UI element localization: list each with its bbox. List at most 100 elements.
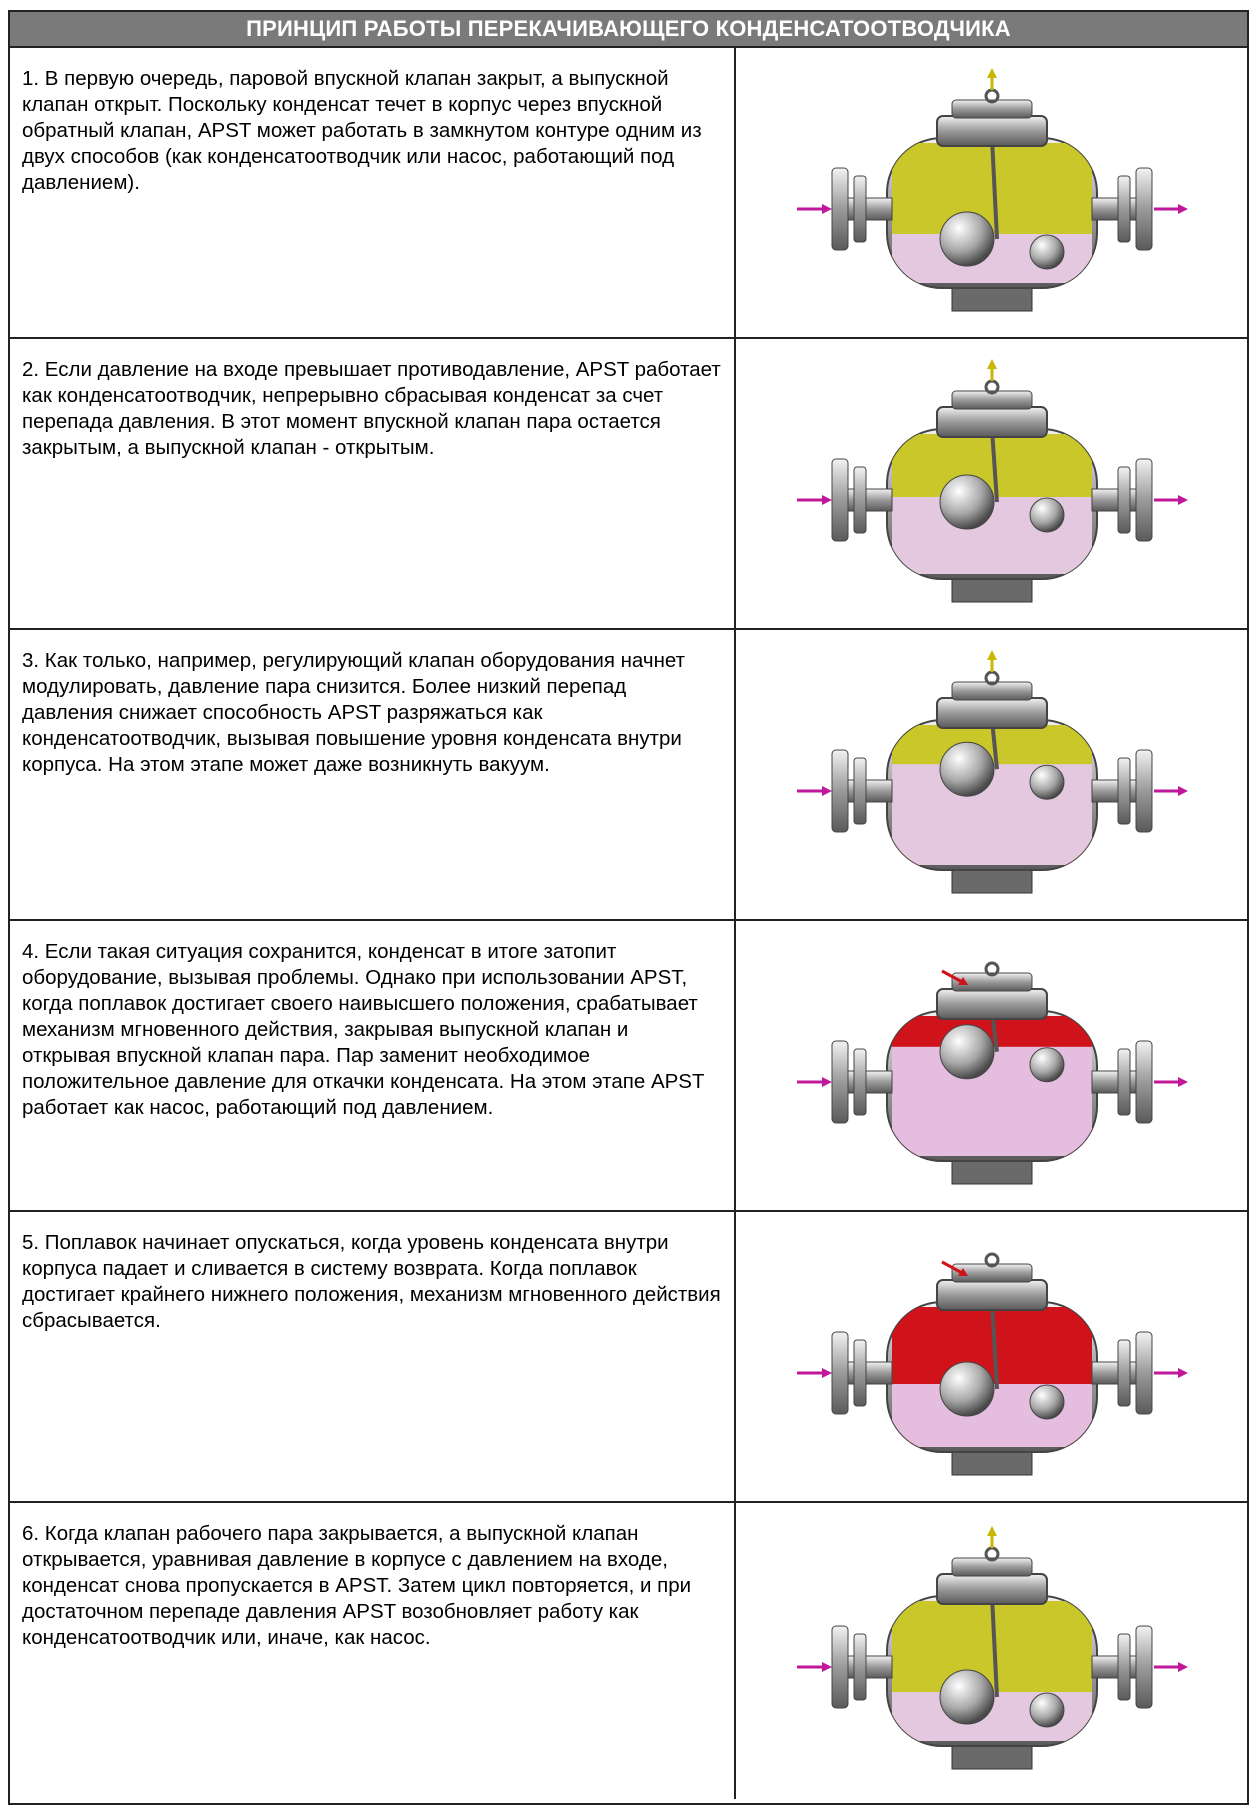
pump-trap-cutaway-icon — [796, 67, 1188, 311]
float-ball — [939, 741, 994, 797]
outlet-flange-2 — [1135, 1625, 1152, 1709]
step-illustration — [736, 48, 1247, 337]
inlet-pipe — [841, 488, 892, 511]
pump-trap-cutaway-icon — [796, 358, 1188, 602]
cover-cap — [951, 1263, 1032, 1282]
float-ball — [939, 1023, 994, 1079]
outlet-pipe — [1091, 779, 1142, 802]
float-ball — [939, 1669, 994, 1725]
step-text: 4. Если такая ситуация сохранится, конде… — [10, 921, 736, 1210]
outlet-flange — [1117, 757, 1130, 824]
outlet-arrow-head — [1177, 203, 1188, 214]
steam-inlet-arrow-head — [957, 976, 968, 985]
inlet-pipe — [841, 1070, 892, 1093]
small-float — [1029, 1046, 1064, 1082]
top-cover — [935, 1573, 1048, 1605]
step-illustration — [736, 1212, 1247, 1501]
step-row: 1. В первую очередь, паровой впускной кл… — [10, 48, 1247, 339]
float-ball — [939, 474, 994, 529]
outlet-flange-2 — [1135, 1331, 1152, 1414]
lifting-eye — [984, 961, 999, 976]
lever — [989, 137, 999, 239]
inlet-flange — [831, 458, 848, 541]
top-cover — [935, 1278, 1048, 1311]
steam-inlet-arrow — [940, 1260, 965, 1275]
vent-arrow-head — [986, 67, 997, 78]
outlet-arrow-head — [1177, 1367, 1188, 1378]
inlet-arrow-head — [821, 1076, 832, 1087]
step-row: 4. Если такая ситуация сохранится, конде… — [10, 921, 1247, 1212]
top-cover — [935, 405, 1048, 438]
small-float — [1029, 234, 1064, 269]
lifting-eye — [984, 1252, 999, 1267]
step-text: 5. Поплавок начинает опускаться, когда у… — [10, 1212, 736, 1501]
inlet-arrow-head — [821, 785, 832, 796]
inlet-flange-2 — [853, 1339, 866, 1406]
inlet-flange — [831, 1625, 848, 1709]
step-text: 2. Если давление на входе превышает прот… — [10, 339, 736, 628]
inlet-flange — [831, 749, 848, 832]
outlet-arrow-head — [1177, 494, 1188, 505]
small-float — [1029, 497, 1064, 532]
small-float — [1029, 1384, 1064, 1419]
vent-arrow-head — [986, 358, 997, 369]
pump-trap-cutaway-icon — [796, 1526, 1188, 1770]
inlet-pipe — [841, 779, 892, 802]
inlet-flange-2 — [853, 1048, 866, 1115]
cover-cap — [951, 99, 1032, 118]
pump-trap-cutaway-icon — [796, 961, 1188, 1184]
step-row: 6. Когда клапан рабочего пара закрываетс… — [10, 1503, 1247, 1799]
small-float — [1029, 764, 1064, 800]
small-float — [1029, 1692, 1064, 1728]
lever — [989, 1301, 999, 1389]
inlet-flange-2 — [853, 466, 866, 533]
inlet-flange — [831, 167, 848, 250]
cover-cap — [951, 681, 1032, 700]
step-row: 3. Как только, например, регулирующий кл… — [10, 630, 1247, 921]
inlet-arrow-head — [821, 1367, 832, 1378]
inlet-pipe — [841, 197, 892, 220]
top-cover — [935, 987, 1048, 1020]
step-row: 5. Поплавок начинает опускаться, когда у… — [10, 1212, 1247, 1503]
outlet-pipe — [1091, 1070, 1142, 1093]
step-row: 2. Если давление на входе превышает прот… — [10, 339, 1247, 630]
outlet-flange — [1117, 1048, 1130, 1115]
step-text: 3. Как только, например, регулирующий кл… — [10, 630, 736, 919]
cover-cap — [951, 1557, 1032, 1577]
top-cover — [935, 696, 1048, 729]
inlet-arrow-head — [821, 1662, 832, 1672]
step-illustration — [736, 1503, 1247, 1799]
step-illustration — [736, 630, 1247, 919]
lever — [989, 1595, 999, 1698]
inlet-pipe — [841, 1655, 892, 1679]
outlet-flange-2 — [1135, 458, 1152, 541]
step-illustration — [736, 339, 1247, 628]
page-title: ПРИНЦИП РАБОТЫ ПЕРЕКАЧИВАЮЩЕГО КОНДЕНСАТ… — [10, 12, 1247, 48]
float-ball — [939, 1361, 994, 1416]
vent-arrow-head — [986, 1526, 997, 1536]
outlet-flange — [1117, 466, 1130, 533]
pump-trap-cutaway-icon — [796, 649, 1188, 893]
inlet-flange — [831, 1040, 848, 1123]
outlet-pipe — [1091, 197, 1142, 220]
pump-trap-cutaway-icon — [796, 1252, 1188, 1475]
inlet-flange — [831, 1331, 848, 1414]
outlet-flange — [1117, 175, 1130, 242]
float-ball — [939, 211, 994, 266]
inlet-pipe — [841, 1361, 892, 1384]
outlet-arrow-head — [1177, 1076, 1188, 1087]
outlet-pipe — [1091, 488, 1142, 511]
steam-inlet-arrow — [940, 969, 965, 984]
inlet-flange-2 — [853, 757, 866, 824]
outlet-arrow-head — [1177, 1662, 1188, 1672]
step-illustration — [736, 921, 1247, 1210]
outlet-arrow-head — [1177, 785, 1188, 796]
vent-arrow-head — [986, 649, 997, 660]
step-text: 1. В первую очередь, паровой впускной кл… — [10, 48, 736, 337]
outlet-flange-2 — [1135, 1040, 1152, 1123]
cover-cap — [951, 390, 1032, 409]
cover-cap — [951, 972, 1032, 991]
inlet-arrow-head — [821, 494, 832, 505]
step-text: 6. Когда клапан рабочего пара закрываетс… — [10, 1503, 736, 1799]
outlet-pipe — [1091, 1361, 1142, 1384]
